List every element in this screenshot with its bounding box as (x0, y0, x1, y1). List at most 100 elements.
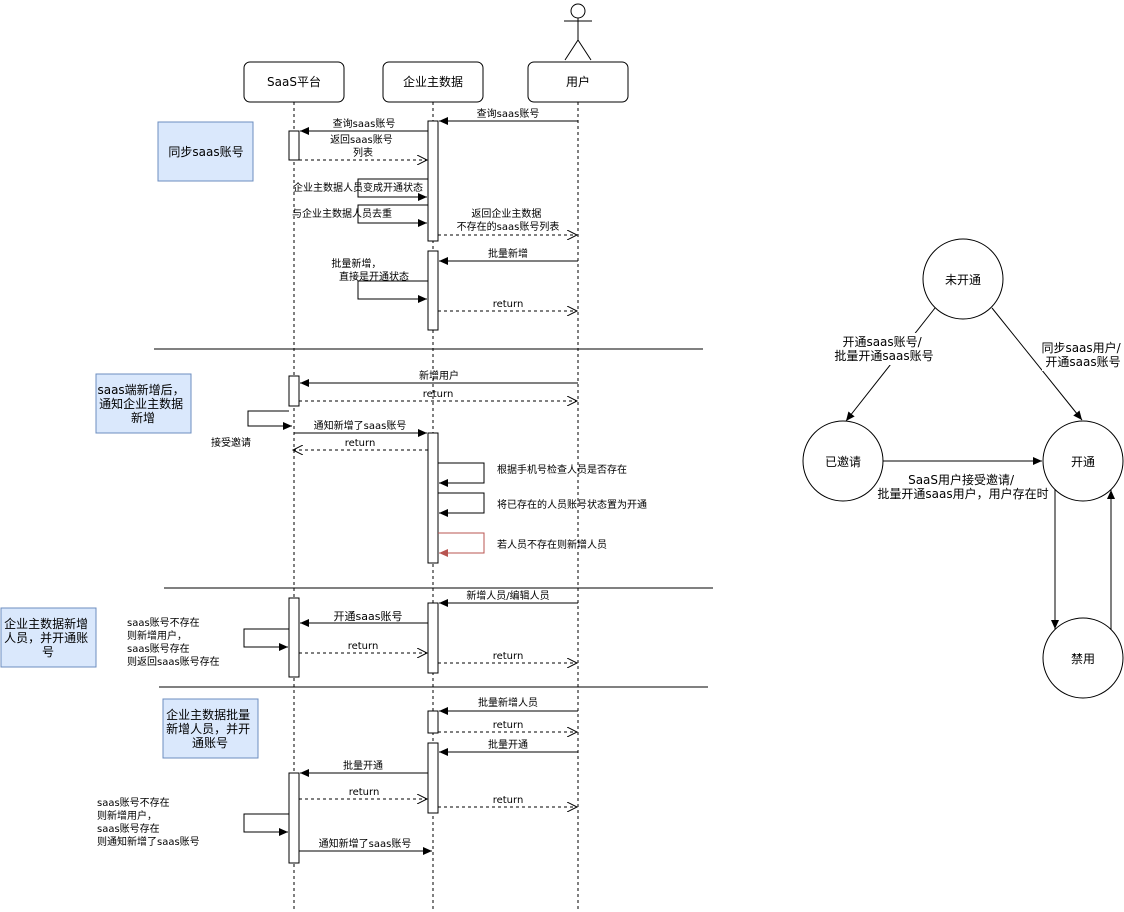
message-label: 新增用户 (419, 369, 459, 382)
note-mdm-batch-line3: 通账号 (192, 736, 228, 750)
message-label: 则通知新增了saas账号 (97, 835, 200, 848)
message-return-4: return (299, 641, 427, 653)
message-label: return (348, 641, 379, 652)
message-return-7: return (299, 787, 427, 799)
transition-label: 同步saas用户/ (1041, 340, 1121, 355)
message-label: 则新增用户， (97, 809, 157, 822)
state-label: 禁用 (1071, 652, 1095, 666)
message-label: 批量新增， (331, 257, 381, 270)
message-notify-new-saas: 通知新增了saas账号 (294, 419, 427, 437)
note-mdm-add: 企业主数据新增 人员，并开通账 号 (0, 607, 97, 668)
transition-not-open-to-open (991, 307, 1083, 421)
activation-bar (427, 602, 439, 674)
activation-bar (427, 120, 439, 242)
participant-saas: SaaS平台 (243, 61, 345, 103)
message-label: 批量新增 (488, 247, 528, 260)
activation-bar (427, 742, 439, 814)
svg-text:企业主数据批量 新增人员，并开 通账: 企业主数据批量 新增人员，并开 通账号 (166, 707, 254, 750)
message-label: 批量新增人员 (478, 696, 538, 709)
message-self-add-person: 若人员不存在则新增人员 (438, 532, 607, 557)
note-sync: 同步saas账号 (157, 121, 254, 182)
message-label: 企业主数据人员变成开通状态 (293, 181, 423, 194)
svg-text:saas端新增后， 通知企业主数据: saas端新增后， 通知企业主数据 新增 (97, 382, 188, 425)
message-self-dedupe: 与企业主数据人员去重 (292, 204, 428, 227)
message-return-saas-list: 返回saas账号 列表 (299, 134, 427, 160)
message-label: 将已存在的人员账号状态置为开通 (497, 498, 647, 511)
svg-text:返回企业主数据 不存在的saas账号列表: 返回企业主数据 不存在的saas账号列表 (457, 207, 560, 233)
note-saas-add-line2: 通知企业主数据 (99, 396, 183, 411)
participant-mdm-label: 企业主数据 (403, 74, 463, 89)
message-batch-add-person: 批量新增人员 (439, 696, 578, 715)
svg-text:批量新增， 直接是开通状态: 批量新增， 直接是开通状态 (331, 257, 409, 283)
message-return-3: return (293, 438, 428, 450)
message-label: 则新增用户， (127, 629, 187, 642)
message-label: 新增人员/编辑人员 (466, 589, 549, 602)
svg-text:返回saas账号 列表: 返回saas账号 列表 (330, 134, 396, 159)
message-self-batch-open: 批量新增， 直接是开通状态 (331, 257, 428, 303)
message-open-saas: 开通saas账号 (300, 610, 428, 627)
message-label: 批量开通 (488, 738, 528, 751)
message-label: 通知新增了saas账号 (314, 419, 407, 432)
message-label: 若人员不存在则新增人员 (497, 538, 607, 551)
message-label: return (345, 438, 376, 449)
activation-bar (427, 710, 439, 734)
message-query-saas-user: 查询saas账号 (439, 107, 578, 125)
activation-bar (427, 432, 439, 564)
activation-bar (288, 130, 300, 161)
message-label: 列表 (353, 146, 373, 159)
message-label: return (349, 787, 380, 798)
state-label: 未开通 (945, 273, 981, 287)
message-notify-new-saas-2: 通知新增了saas账号 (299, 837, 432, 855)
message-return-missing-list: 返回企业主数据 不存在的saas账号列表 (438, 207, 577, 235)
message-add-user: 新增用户 (300, 369, 578, 387)
message-self-set-open: 将已存在的人员账号状态置为开通 (438, 492, 647, 517)
message-label: saas账号不存在 (127, 616, 200, 629)
message-label: return (493, 299, 524, 310)
state-disabled: 禁用 (1042, 617, 1124, 699)
note-mdm-add-line3: 号 (42, 645, 54, 659)
message-label: 返回saas账号 (330, 134, 393, 146)
transition-label-1: 开通saas账号/ 批量开通saas账号 (834, 335, 933, 363)
svg-text:saas账号不存在 则新增用户， s: saas账号不存在 则新增用户， saas账号存在 则返回saas账号存在 (127, 616, 220, 668)
message-label: 查询saas账号 (477, 107, 540, 120)
message-label: 与企业主数据人员去重 (292, 207, 392, 220)
state-label: 开通 (1071, 455, 1095, 469)
message-return-8: return (438, 795, 577, 807)
note-mdm-batch-line1: 企业主数据批量 (166, 707, 250, 722)
message-return-1: return (438, 299, 577, 311)
message-self-check-phone: 根据手机号检查人员是否存在 (438, 462, 627, 487)
message-self-open-status: 企业主数据人员变成开通状态 (293, 178, 428, 201)
transition-label: 开通saas账号/ (842, 335, 922, 349)
message-self-saas-check: saas账号不存在 则新增用户， saas账号存在 则返回saas账号存在 (127, 616, 289, 668)
message-label: saas账号不存在 (97, 796, 170, 809)
transition-label: 开通saas账号 (1045, 355, 1120, 369)
activation-bar (288, 772, 300, 864)
message-label: 则返回saas账号存在 (127, 655, 220, 668)
note-mdm-batch-line2: 新增人员，并开 (166, 721, 250, 736)
message-batch-open-user: 批量开通 (439, 738, 578, 756)
participant-user: 用户 (527, 61, 629, 103)
state-open: 开通 (1042, 420, 1124, 502)
state-label: 已邀请 (825, 454, 861, 469)
svg-text:企业主数据新增 人员，并开通账 号: 企业主数据新增 人员，并开通账 号 (4, 616, 92, 659)
transition-label-3: SaaS用户接受邀请/ 批量开通saas用户，用户存在时 (877, 472, 1048, 501)
message-self-saas-batch-check: saas账号不存在 则新增用户， saas账号存在 则通知新增了saas账号 (97, 796, 289, 848)
message-label: 开通saas账号 (334, 610, 403, 623)
user-actor-icon (564, 3, 592, 61)
participant-mdm: 企业主数据 (382, 61, 484, 103)
message-return-2: return (299, 389, 577, 401)
message-return-6: return (438, 720, 577, 732)
message-label: 根据手机号检查人员是否存在 (497, 463, 627, 476)
message-query-saas-mdm: 查询saas账号 (300, 117, 428, 135)
transition-label: 批量开通saas账号 (834, 348, 933, 363)
participant-saas-label: SaaS平台 (267, 74, 321, 89)
message-add-edit-person: 新增人员/编辑人员 (439, 589, 578, 607)
message-batch-open-saas: 批量开通 (300, 759, 428, 777)
transition-label-2: 同步saas用户/ 开通saas账号 (1041, 340, 1124, 369)
svg-text:saas账号不存在 则新增用户， s: saas账号不存在 则新增用户， saas账号存在 则通知新增了saas账号 (97, 796, 200, 848)
state-invited: 已邀请 (802, 420, 884, 502)
note-mdm-add-line1: 企业主数据新增 (4, 616, 88, 631)
transition-label: SaaS用户接受邀请/ (908, 472, 1015, 487)
message-label: saas账号存在 (127, 642, 190, 655)
